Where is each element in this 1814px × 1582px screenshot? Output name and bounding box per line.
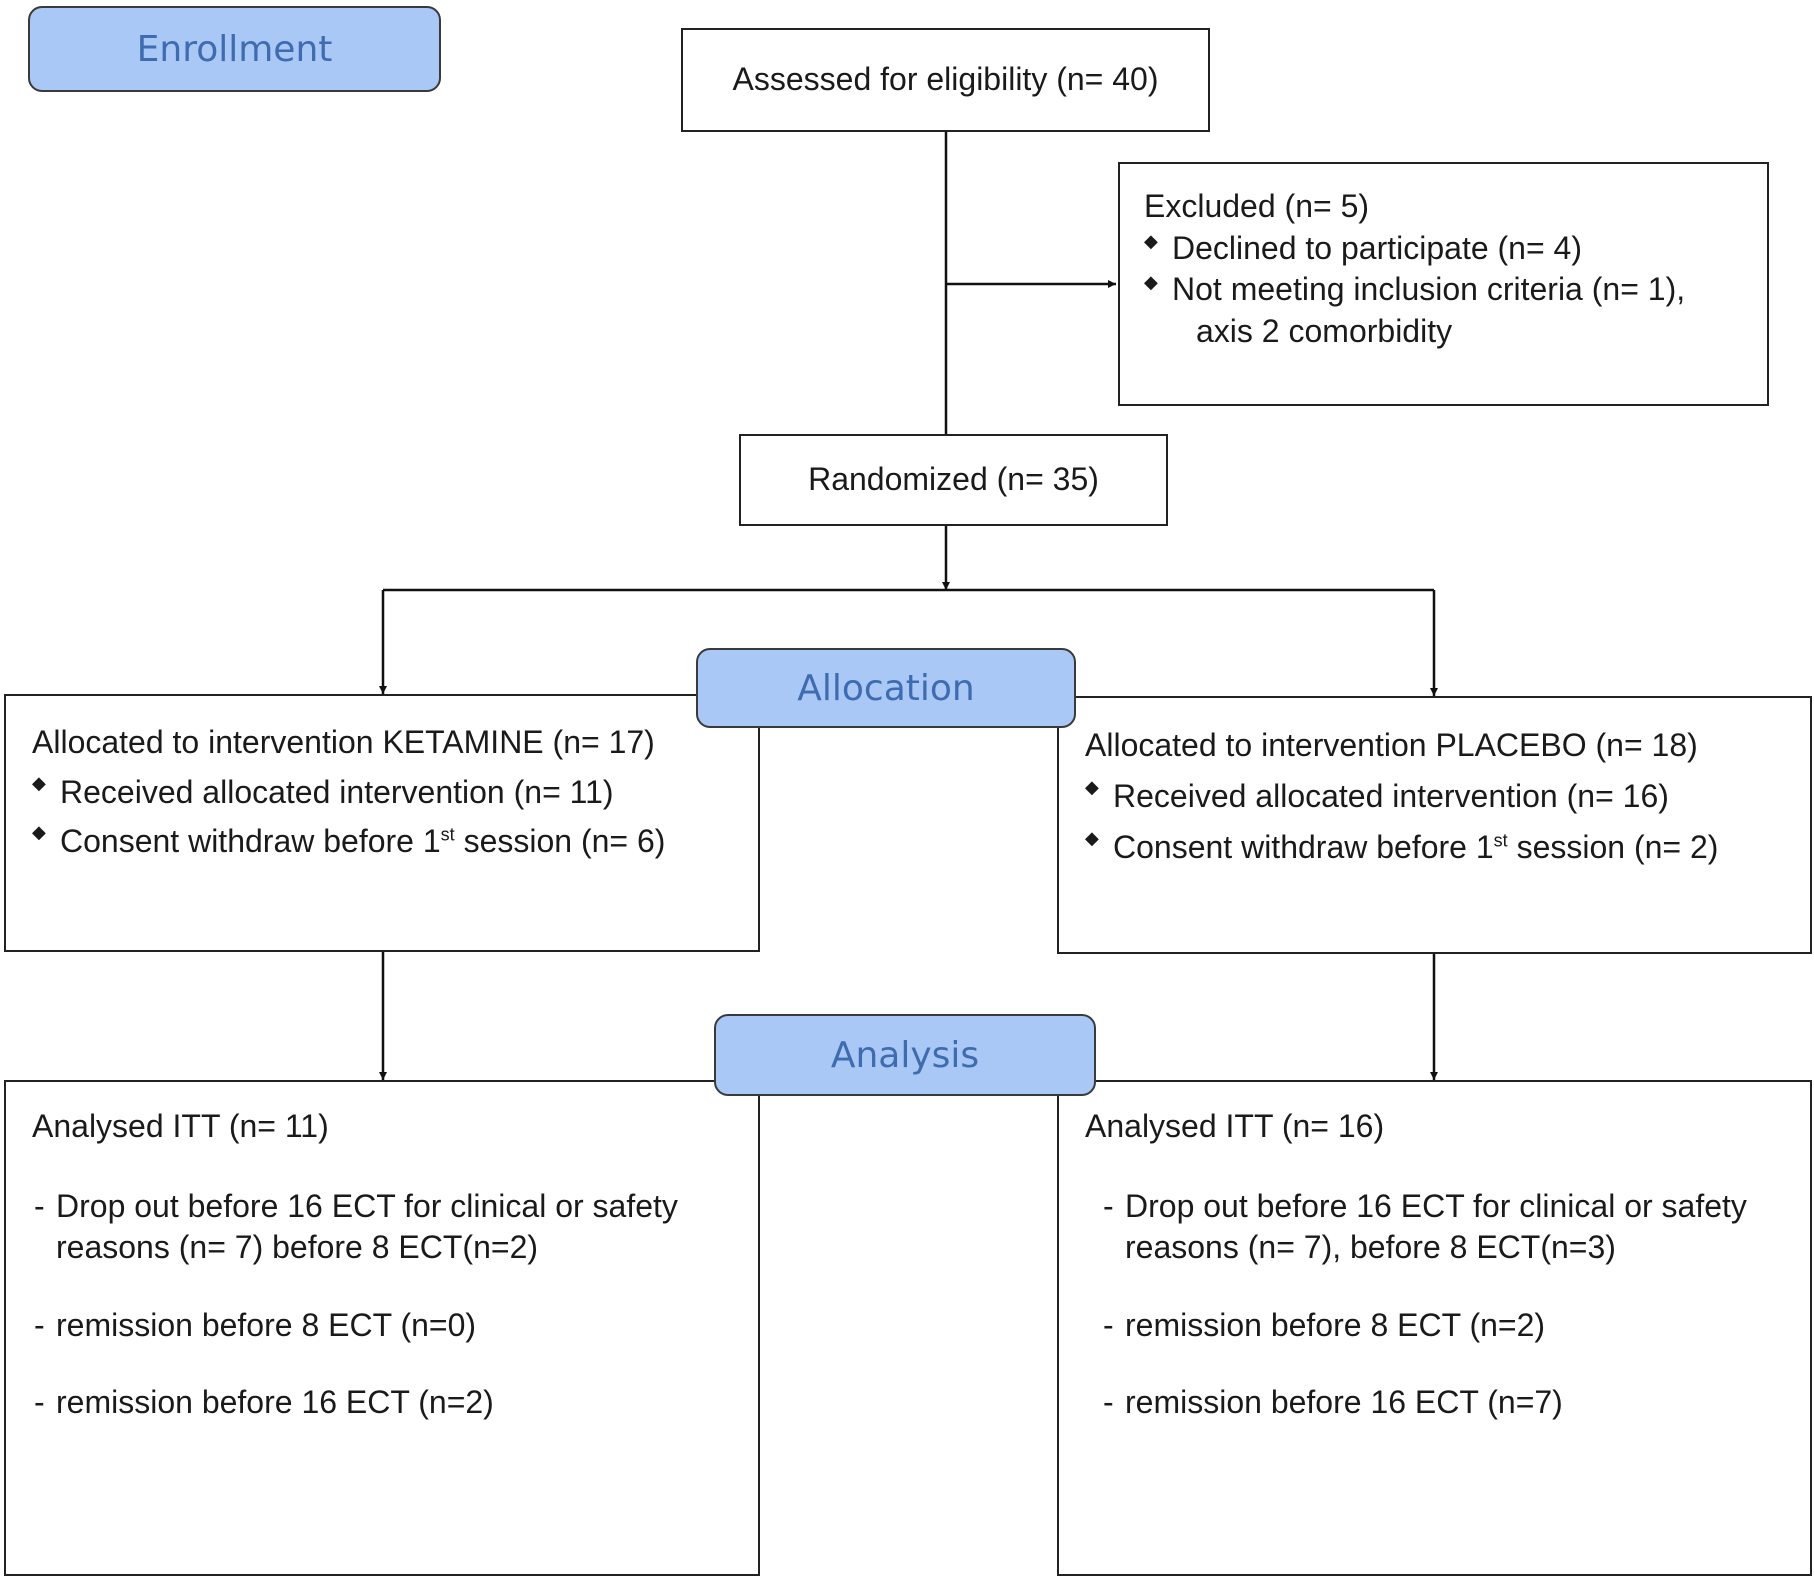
ketamine-consent-pre: Consent withdraw before 1 <box>60 823 441 860</box>
placebo-consent-sup: st <box>1493 830 1508 851</box>
placebo-analysis-list: Drop out before 16 ECT for clinical or s… <box>1101 1186 1801 1424</box>
assessed-text: Assessed for eligibility (n= 40) <box>732 61 1159 98</box>
ketamine-analysis-item: Drop out before 16 ECT for clinical or s… <box>32 1186 722 1269</box>
placebo-analysis-item: remission before 8 ECT (n=2) <box>1101 1305 1801 1347</box>
ketamine-received-item: Received allocated intervention (n= 11) <box>32 768 732 818</box>
placebo-received-item: Received allocated intervention (n= 16) <box>1085 771 1784 822</box>
randomized-box: Randomized (n= 35) <box>739 434 1168 526</box>
placebo-analysis-item: remission before 16 ECT (n=7) <box>1101 1382 1801 1424</box>
excluded-item: Declined to participate (n= 4) <box>1144 228 1743 270</box>
excluded-title: Excluded (n= 5) <box>1144 188 1370 224</box>
ketamine-analysis-item: remission before 8 ECT (n=0) <box>32 1305 722 1347</box>
excluded-list: Declined to participate (n= 4) Not meeti… <box>1144 228 1743 311</box>
stage-label-analysis: Analysis <box>714 1014 1096 1096</box>
ketamine-consent-post: session (n= 6) <box>454 823 666 860</box>
ketamine-analysis-title: Analysed ITT (n= 11) <box>32 1108 329 1144</box>
placebo-analysis-item: Drop out before 16 ECT for clinical or s… <box>1101 1186 1801 1269</box>
placebo-allocation-box: Allocated to intervention PLACEBO (n= 18… <box>1057 696 1812 954</box>
placebo-analysis-title: Analysed ITT (n= 16) <box>1085 1108 1385 1144</box>
ketamine-analysis-list: Drop out before 16 ECT for clinical or s… <box>32 1186 722 1424</box>
stage-enrollment-text: Enrollment <box>136 28 333 70</box>
randomized-text: Randomized (n= 35) <box>808 461 1099 498</box>
stage-label-enrollment: Enrollment <box>28 6 441 92</box>
assessed-box: Assessed for eligibility (n= 40) <box>681 28 1210 132</box>
excluded-box: Excluded (n= 5) Declined to participate … <box>1118 162 1769 406</box>
stage-analysis-text: Analysis <box>830 1034 980 1076</box>
ketamine-allocation-list: Received allocated intervention (n= 11) … <box>32 768 732 867</box>
placebo-allocation-title: Allocated to intervention PLACEBO (n= 18… <box>1085 727 1698 763</box>
ketamine-allocation-box: Allocated to intervention KETAMINE (n= 1… <box>4 694 760 952</box>
placebo-consent-pre: Consent withdraw before 1 <box>1113 829 1494 866</box>
excluded-item-continuation: axis 2 comorbidity <box>1196 312 1453 349</box>
placebo-consent-item: Consent withdraw before 1st session (n= … <box>1085 822 1784 873</box>
ketamine-consent-sup: st <box>440 824 455 845</box>
ketamine-consent-item: Consent withdraw before 1st session (n= … <box>32 817 732 867</box>
placebo-allocation-list: Received allocated intervention (n= 16) … <box>1085 771 1784 873</box>
stage-label-allocation: Allocation <box>696 648 1076 728</box>
stage-allocation-text: Allocation <box>797 667 975 709</box>
placebo-consent-post: session (n= 2) <box>1507 829 1719 866</box>
excluded-item: Not meeting inclusion criteria (n= 1), <box>1144 269 1743 311</box>
ketamine-allocation-title: Allocated to intervention KETAMINE (n= 1… <box>32 724 655 760</box>
ketamine-analysis-item: remission before 16 ECT (n=2) <box>32 1382 722 1424</box>
ketamine-analysis-box: Analysed ITT (n= 11) Drop out before 16 … <box>4 1080 760 1576</box>
placebo-analysis-box: Analysed ITT (n= 16) Drop out before 16 … <box>1057 1080 1812 1576</box>
